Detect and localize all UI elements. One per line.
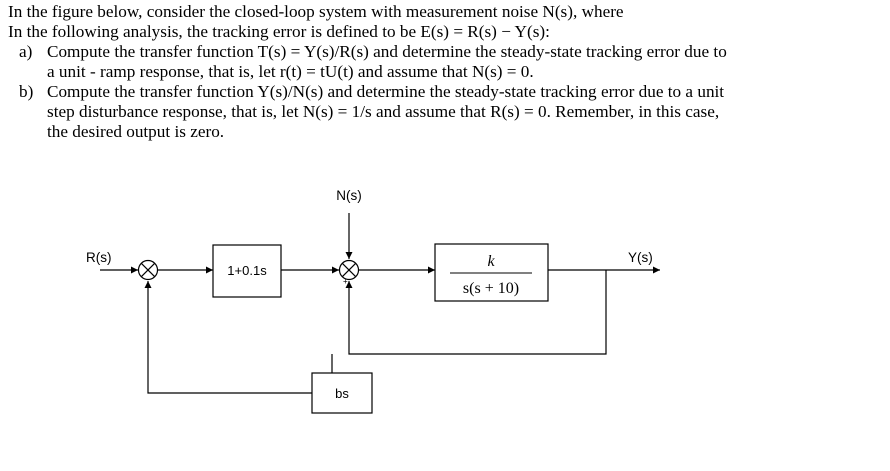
feedback-block bbox=[311, 372, 373, 414]
input-label: R(s) bbox=[86, 250, 112, 265]
derivative-feedback-path bbox=[144, 281, 312, 394]
problem-statement: In the figure below, consider the closed… bbox=[8, 2, 884, 142]
junction-2-plus-sign: + bbox=[343, 277, 348, 286]
summing-junction-1 bbox=[137, 259, 159, 281]
output-label: Y(s) bbox=[628, 250, 653, 265]
question-b-marker: b) bbox=[19, 82, 34, 101]
controller-block-label: 1+0.1s bbox=[227, 263, 267, 278]
question-a-line-1: Compute the transfer function T(s) = Y(s… bbox=[47, 42, 727, 61]
noise-label: N(s) bbox=[336, 188, 362, 203]
summing-junction-2 bbox=[338, 259, 360, 281]
question-b-line-2: step disturbance response, that is, let … bbox=[47, 102, 720, 121]
controller-block bbox=[212, 244, 282, 298]
plant-denominator: s(s + 10) bbox=[463, 280, 519, 297]
question-a: a) Compute the transfer function T(s) = … bbox=[8, 42, 884, 82]
question-b: b) Compute the transfer function Y(s)/N(… bbox=[8, 82, 884, 142]
intro-line-2: In the following analysis, the tracking … bbox=[8, 22, 550, 41]
question-a-line-2: a unit - ramp response, that is, let r(t… bbox=[47, 62, 534, 81]
intro-line-1: In the figure below, consider the closed… bbox=[8, 2, 624, 21]
question-b-line-1: Compute the transfer function Y(s)/N(s) … bbox=[47, 82, 725, 101]
question-b-line-3: the desired output is zero. bbox=[47, 122, 225, 141]
output-feedback-path bbox=[345, 270, 607, 355]
question-a-marker: a) bbox=[19, 42, 33, 61]
plant-numerator: k bbox=[487, 253, 495, 270]
feedback-block-label: bs bbox=[335, 386, 349, 401]
